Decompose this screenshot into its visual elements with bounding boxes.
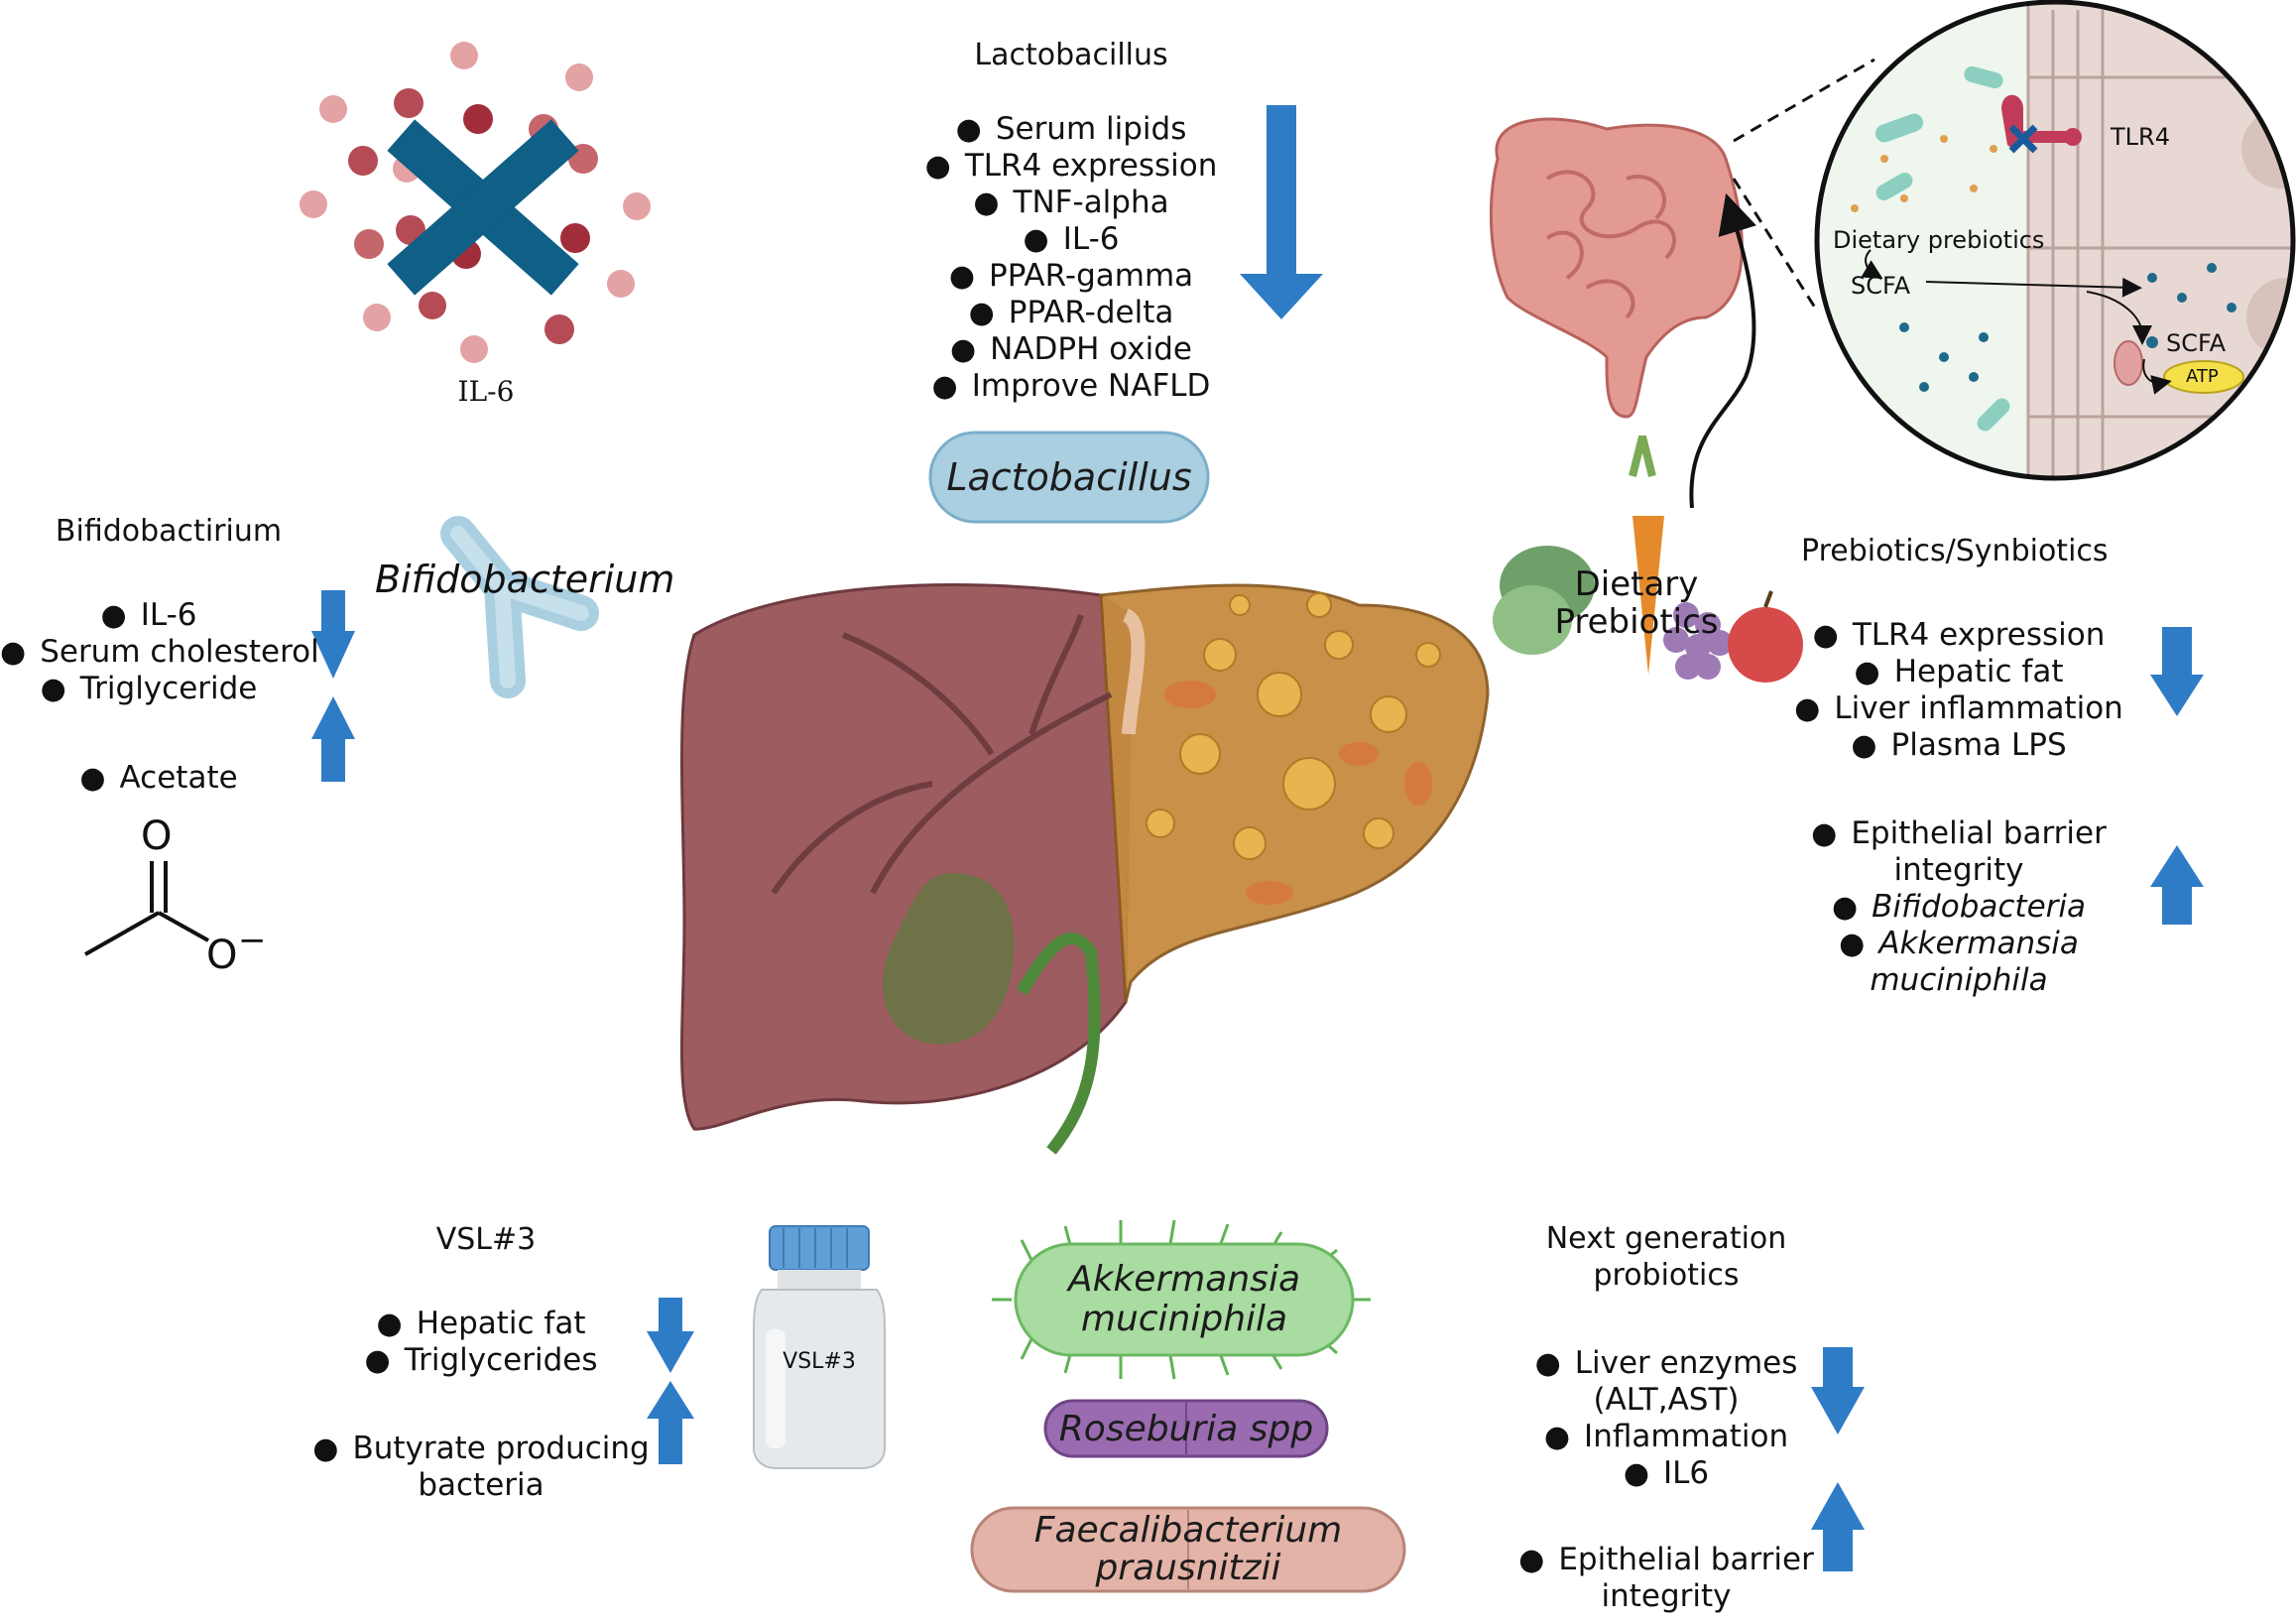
list-item: TLR4 expression xyxy=(1785,617,2132,654)
list-item: Triglyceride xyxy=(0,671,298,707)
tlr4-label: TLR4 xyxy=(2111,123,2170,151)
next-gen-down-list: Liver enzymes (ALT,AST) Inflammation IL6 xyxy=(1508,1345,1825,1492)
arrow-up-icon xyxy=(2150,845,2204,925)
next-gen-title-line: Next generation xyxy=(1545,1221,1787,1256)
list-item: Hepatic fat xyxy=(327,1306,635,1342)
il6-label: IL-6 xyxy=(457,375,515,408)
scfa-label: SCFA xyxy=(1851,272,1911,300)
arrow-down-icon xyxy=(1811,1347,1865,1435)
prebiotics-down-list: TLR4 expression Hepatic fat Liver inflam… xyxy=(1785,617,2132,764)
acetate-charge: − xyxy=(238,921,267,960)
list-item: NADPH oxide xyxy=(873,331,1269,368)
akkermansia-icon xyxy=(992,1219,1371,1380)
list-item: Epithelial barrier xyxy=(1498,1542,1835,1578)
liver-icon xyxy=(680,582,1490,1155)
dietary-prebiotics-line: Dietary xyxy=(1574,564,1699,604)
arrow-up-icon xyxy=(311,696,355,782)
prebiotics-synbiotics-title: Prebiotics/Synbiotics xyxy=(1801,534,2109,568)
list-item: Akkermansia xyxy=(1785,926,2132,962)
arrow-down-icon xyxy=(311,590,355,679)
list-item: Serum cholesterol xyxy=(0,634,319,671)
acetate-o-single: O xyxy=(206,933,238,978)
prebiotics-up-list: Epithelial barrier integrity Bifidobacte… xyxy=(1785,815,2132,999)
vsl3-title: VSL#3 xyxy=(435,1222,537,1257)
faecalibacterium-line: Faecalibacterium xyxy=(1033,1510,1343,1551)
list-item: PPAR-gamma xyxy=(873,258,1269,295)
acetate-o-double: O xyxy=(141,813,173,859)
mitochondria-icon xyxy=(2114,340,2143,386)
bifidobacterium-label: Bifidobacterium xyxy=(375,558,675,601)
list-item: Serum lipids xyxy=(873,111,1269,148)
list-item: (ALT,AST) xyxy=(1593,1382,1740,1418)
akkermansia-line: Akkermansia xyxy=(1067,1259,1301,1300)
list-item: Liver enzymes xyxy=(1508,1345,1825,1382)
lactobacillus-icon xyxy=(928,431,1210,524)
zoom-line xyxy=(1733,58,1875,143)
vegetables-fruit-icon xyxy=(1493,436,1803,683)
zoom-line xyxy=(1732,178,1817,309)
list-item: Triglycerides xyxy=(327,1342,635,1379)
dietary-prebiotics-panel-label: Dietary prebiotics xyxy=(1833,226,2045,254)
arrow-down-icon xyxy=(2150,627,2204,716)
cross-icon xyxy=(387,119,579,296)
list-item: IL-6 xyxy=(0,597,298,634)
list-item: IL-6 xyxy=(873,221,1269,258)
list-item: Bifidobacteria xyxy=(1785,889,2132,926)
list-item: integrity xyxy=(1893,852,2024,888)
list-item: Epithelial barrier xyxy=(1785,815,2132,852)
list-item: Hepatic fat xyxy=(1785,654,2132,690)
vsl3-up-list: Butyrate producing bacteria xyxy=(298,1431,665,1504)
atp-label: ATP xyxy=(2186,366,2219,387)
bifidobacterium-up-list: Acetate xyxy=(60,760,258,797)
acetate-structure-icon xyxy=(84,861,209,956)
scfa-label: SCFA xyxy=(2166,329,2227,357)
list-item: muciniphila xyxy=(1870,962,2048,998)
dietary-prebiotics-line: Prebiotics xyxy=(1554,602,1719,642)
list-item: Inflammation xyxy=(1508,1419,1825,1455)
vsl3-down-list: Hepatic fat Triglycerides xyxy=(327,1306,635,1379)
lactobacillus-title: Lactobacillus xyxy=(974,38,1168,72)
next-gen-title: Next generation probiotics xyxy=(1517,1220,1815,1294)
list-item: integrity xyxy=(1601,1578,1732,1614)
list-item: Acetate xyxy=(60,760,258,797)
list-item: Plasma LPS xyxy=(1785,727,2132,764)
roseburia-label: Roseburia spp xyxy=(1058,1408,1314,1449)
list-item: TLR4 expression xyxy=(873,148,1269,185)
list-item: TNF-alpha xyxy=(873,185,1269,221)
intestine-icon xyxy=(1489,117,1744,419)
lactobacillus-list: Serum lipids TLR4 expression TNF-alpha I… xyxy=(873,111,1269,405)
gut-panel xyxy=(1814,0,2296,481)
dietary-prebiotics-label: Dietary Prebiotics xyxy=(1547,565,1726,641)
tlr4-receptor-icon xyxy=(2001,94,2082,154)
akkermansia-line: muciniphila xyxy=(1080,1299,1288,1339)
next-gen-up-list: Epithelial barrier integrity xyxy=(1498,1542,1835,1615)
vsl3-bottle-label: VSL#3 xyxy=(783,1349,856,1374)
list-item: PPAR-delta xyxy=(873,295,1269,331)
list-item: Butyrate producing xyxy=(298,1431,665,1467)
next-gen-title-line: probiotics xyxy=(1593,1258,1740,1293)
bifidobacterium-icon xyxy=(440,516,599,698)
flow-arrow xyxy=(1689,192,1756,509)
arrow-down-icon xyxy=(647,1298,694,1373)
list-item: Liver inflammation xyxy=(1785,690,2132,727)
bifidobacterium-down-list: IL-6 Serum cholesterol Triglyceride xyxy=(0,597,319,707)
list-item: Improve NAFLD xyxy=(873,368,1269,405)
list-item: IL6 xyxy=(1508,1455,1825,1492)
bifidobacterium-title: Bifidobactirium xyxy=(55,514,283,549)
lactobacillus-pill-label: Lactobacillus xyxy=(946,455,1192,499)
list-item: bacteria xyxy=(418,1467,544,1503)
vsl3-bottle-icon xyxy=(753,1225,886,1469)
faecalibacterium-label: Faecalibacterium prausnitzii xyxy=(972,1508,1404,1591)
faecalibacterium-line: prausnitzii xyxy=(1095,1548,1281,1588)
akkermansia-label: Akkermansia muciniphila xyxy=(1016,1244,1353,1355)
